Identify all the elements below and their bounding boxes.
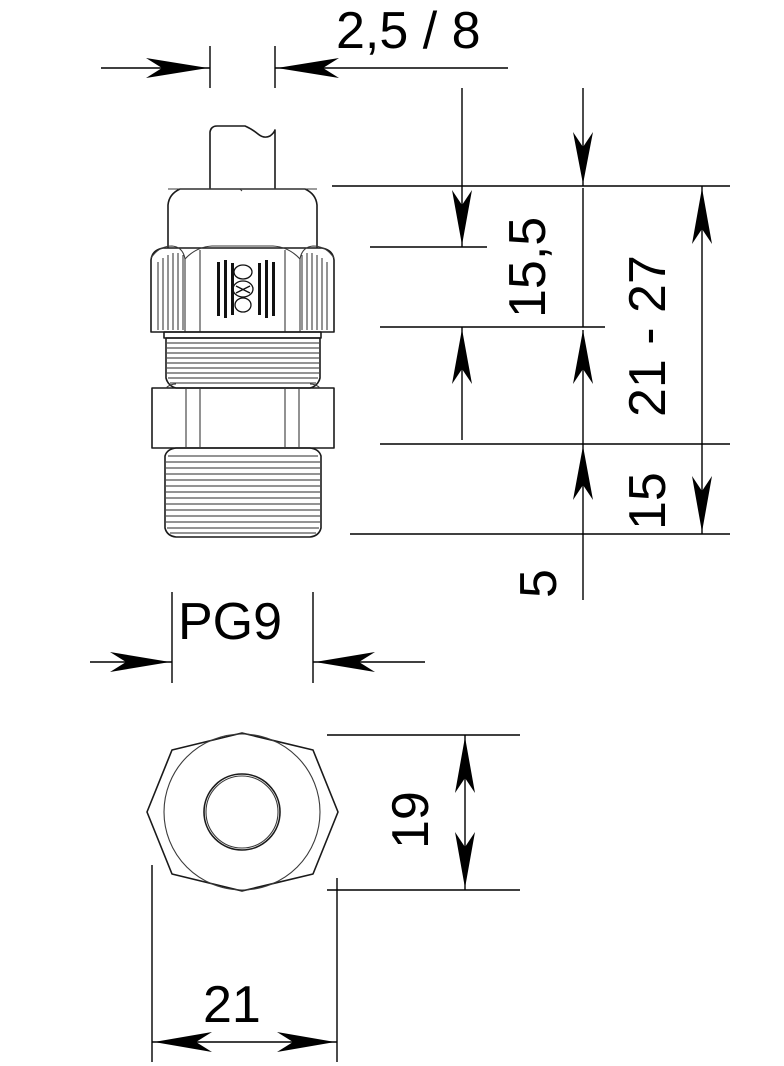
- arrowhead-pg9-left: [110, 652, 170, 672]
- lower-threaded-spigot: [164, 447, 322, 538]
- hexagon-outline: [146, 732, 339, 892]
- label-21: 21: [203, 976, 261, 1034]
- vertical-extension-lines: [332, 185, 730, 535]
- arrowhead-left: [146, 58, 208, 78]
- arrowhead-21-27-down: [692, 476, 712, 532]
- label-21-27: 21 - 27: [619, 255, 677, 417]
- side-elevation-view: [150, 125, 335, 538]
- dimension-thread-pg9: PG9: [90, 592, 425, 683]
- arrowhead-21-left: [154, 1032, 212, 1052]
- inscribed-circle: [163, 733, 321, 891]
- cap-tick: [239, 188, 243, 192]
- arrowhead-right: [277, 58, 339, 78]
- label-15: 15: [619, 472, 677, 530]
- center-bore-outer: [203, 773, 281, 851]
- end-hexagon-view: [146, 732, 339, 892]
- arrowhead-15-up: [573, 446, 593, 500]
- center-bore-inner: [205, 775, 279, 849]
- label-15-5: 15,5: [499, 217, 557, 318]
- arrowhead-19-down: [455, 832, 475, 888]
- arrowhead-5-down: [573, 132, 593, 184]
- hex-facet-right: [299, 245, 335, 332]
- arrowhead-21-27-up: [692, 188, 712, 244]
- arrowhead-15-5-down: [452, 190, 472, 245]
- upper-thread-lines: [167, 342, 319, 384]
- label-top-width: 2,5 / 8: [336, 2, 481, 60]
- manufacturer-marking: [217, 260, 275, 318]
- cable-stub: [209, 125, 276, 189]
- hex-facet-center: [184, 245, 301, 260]
- arrowhead-pg9-right: [315, 652, 375, 672]
- knurl-right: [301, 253, 328, 330]
- dimension-19: 19: [327, 734, 520, 891]
- lock-nut-flange: [151, 387, 335, 449]
- dimension-21-27: 21 - 27: [619, 186, 712, 534]
- knurl-left: [157, 253, 184, 330]
- lower-thread-lines: [166, 455, 320, 534]
- arrowhead-21-right: [277, 1032, 335, 1052]
- flange-fillet-right: [309, 383, 321, 389]
- label-5: 5: [510, 569, 568, 598]
- flange-fillet-left: [165, 383, 177, 389]
- dimension-top-width: 2,5 / 8: [101, 2, 508, 88]
- arrowhead-19-up: [455, 737, 475, 793]
- arrowhead-15-5-up: [452, 329, 472, 384]
- label-19: 19: [382, 791, 440, 849]
- label-pg9: PG9: [178, 593, 282, 651]
- hex-facet-left: [150, 245, 186, 332]
- dimension-15-5: 15,5: [452, 88, 557, 440]
- dimension-21: 21: [151, 865, 338, 1062]
- dimension-column-middle: 5 15: [510, 88, 677, 600]
